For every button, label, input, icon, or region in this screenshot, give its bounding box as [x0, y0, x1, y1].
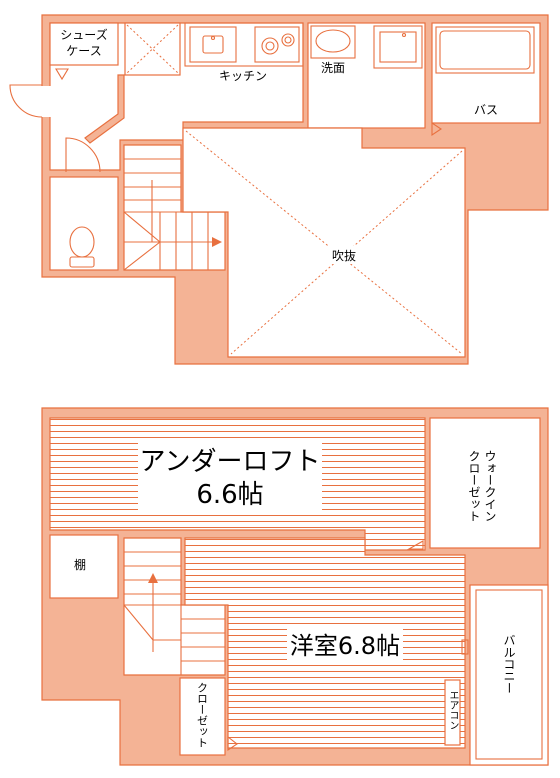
void-label: 吹抜: [332, 249, 356, 263]
stair-arrowhead-icon: [212, 237, 222, 247]
first-floor-plan: シューズ ケース キッチン 洗面: [9, 14, 549, 365]
under-loft-size: 6.6帖: [196, 480, 263, 510]
closet-door-mark: [227, 735, 238, 752]
walk-in-closet-label-line1: ウォークイン: [483, 450, 497, 522]
shoe-case-label-line2: ケース: [66, 44, 101, 58]
washing-machine-pan: [379, 31, 417, 63]
closet: [179, 677, 226, 756]
void-diagonal-line: [185, 130, 463, 355]
stove-burner-icon: [261, 37, 279, 55]
washing-machine-drain-icon: [401, 32, 407, 38]
air-conditioner-label: エアコン: [447, 690, 459, 730]
shelf-label: 棚: [74, 557, 86, 572]
shoe-case: [49, 22, 119, 66]
toilet-door-swing: [65, 137, 101, 173]
air-conditioner: [444, 679, 461, 746]
stair-direction-arrow: [151, 180, 214, 243]
hall-partition-wall: [84, 74, 125, 144]
toilet-room: [49, 176, 119, 271]
closet-label: クローゼット: [196, 682, 209, 748]
bathtub: [435, 26, 535, 74]
balcony-inner-line: [475, 589, 543, 760]
bath-label: バス: [474, 103, 498, 117]
bathtub-inner: [439, 30, 531, 70]
walk-in-closet-label-line2: クローゼット: [467, 450, 481, 522]
bath-door-mark: [431, 121, 442, 137]
stove-burner-icon: [265, 41, 275, 51]
washroom: [307, 22, 426, 129]
shelf: [49, 534, 119, 599]
stair-step: [123, 241, 161, 271]
stove-burner-icon: [284, 36, 292, 44]
kitchen-stove: [254, 26, 300, 63]
kitchen-faucet-icon: [210, 35, 216, 41]
toilet-tank: [69, 256, 95, 268]
stair-arrowhead-icon: [148, 573, 158, 583]
storage-box: [124, 22, 181, 76]
entrance-step-mark: [55, 68, 69, 81]
western-room-label: 洋室6.8帖: [290, 632, 400, 660]
balcony-label: バルコニー: [502, 634, 516, 694]
void-label-background: [326, 246, 362, 264]
kitchen-counter: [184, 22, 304, 67]
wash-basin: [315, 29, 351, 53]
shoe-case-label-line1: シューズ: [60, 27, 107, 42]
entrance-door-swing: [9, 84, 43, 118]
stair-step: [123, 211, 161, 243]
entrance-door-opening: [41, 86, 51, 117]
washing-machine: [373, 25, 423, 69]
walk-in-closet: [429, 417, 541, 549]
kitchen-label: キッチン: [219, 69, 267, 83]
wash-basin-counter: [310, 25, 356, 59]
kitchen-sink: [189, 26, 237, 63]
window-mark: [461, 639, 469, 655]
under-loft-label-background: [138, 442, 322, 510]
loft-door-mark: [406, 540, 424, 550]
second-floor-plan: アンダーロフト 6.6帖 ウォークイン クローゼット 棚: [41, 407, 549, 766]
western-room-label-background: [287, 629, 403, 661]
stove-burner-icon: [281, 33, 295, 47]
washroom-label: 洗面: [321, 61, 345, 75]
under-loft-label: アンダーロフト: [140, 447, 321, 477]
stair-step: [123, 604, 154, 641]
balcony: [469, 584, 549, 766]
